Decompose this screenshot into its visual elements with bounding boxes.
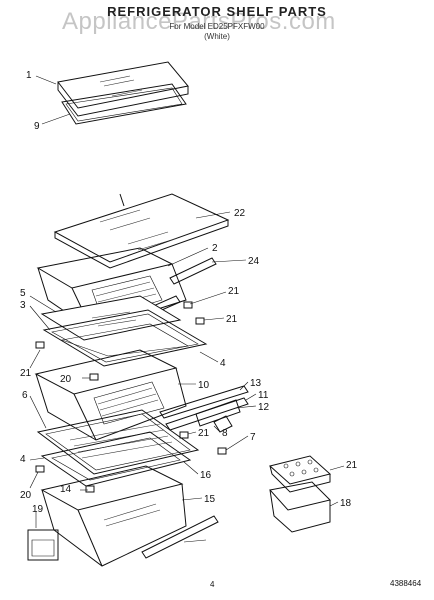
shelf-frame xyxy=(61,83,187,125)
literature-card xyxy=(27,529,59,561)
clip-brackets xyxy=(35,301,227,493)
crisper-cover-frame xyxy=(42,309,208,367)
callout-label: 19 xyxy=(32,504,44,515)
callout-label: 15 xyxy=(204,494,216,505)
lower-cover-frame xyxy=(36,409,200,487)
callout-label: 11 xyxy=(258,390,269,401)
callout-label: 6 xyxy=(22,390,28,401)
callout-label: 5 xyxy=(20,288,26,299)
callout-label: 3 xyxy=(20,300,26,311)
crisper-cover-glass xyxy=(40,295,182,341)
callout-labels: 1 9 22 2 24 21 5 3 21 21 4 20 10 13 11 1… xyxy=(20,70,358,515)
color-variant: (White) xyxy=(204,32,230,41)
page-number: 4 xyxy=(210,580,215,589)
model-subtitle: For Model ED25PFXFW00 xyxy=(169,22,265,31)
callout-label: 20 xyxy=(20,490,32,501)
callout-label: 24 xyxy=(248,256,260,267)
watermark: AppliancePartsPros.com xyxy=(62,8,336,35)
glass-shelf-assembly xyxy=(53,193,230,269)
callout-label: 2 xyxy=(212,243,218,254)
bottom-rail xyxy=(141,515,219,559)
callout-label: 4 xyxy=(220,358,226,369)
callout-label: 12 xyxy=(258,402,270,413)
callout-label: 21 xyxy=(228,286,240,297)
butter-dish xyxy=(269,481,331,533)
callout-label: 4 xyxy=(20,454,26,465)
top-glass-shelf xyxy=(57,61,189,117)
callout-label: 14 xyxy=(60,484,72,495)
callout-label: 22 xyxy=(234,208,246,219)
figure-code: 4388464 xyxy=(390,579,422,588)
middle-crisper-pan xyxy=(34,349,187,441)
leader-lines xyxy=(29,75,345,543)
callout-label: 18 xyxy=(340,498,352,509)
callout-label: 16 xyxy=(200,470,212,481)
callout-label: 20 xyxy=(60,374,72,385)
callout-label: 21 xyxy=(20,368,32,379)
diagram-title: REFRIGERATOR SHELF PARTS xyxy=(107,4,327,19)
crisper-rail-lower xyxy=(159,385,249,433)
callout-label: 10 xyxy=(198,380,210,391)
callout-label: 21 xyxy=(346,460,358,471)
callout-label: 13 xyxy=(250,378,262,389)
egg-tray xyxy=(268,455,332,493)
callout-label: 9 xyxy=(34,121,40,132)
callout-label: 21 xyxy=(198,428,210,439)
callout-label: 1 xyxy=(26,70,32,81)
bottom-crisper-pan xyxy=(40,465,187,567)
callout-label: 21 xyxy=(226,314,238,325)
callout-label: 8 xyxy=(222,428,228,439)
callout-label: 7 xyxy=(250,432,256,443)
